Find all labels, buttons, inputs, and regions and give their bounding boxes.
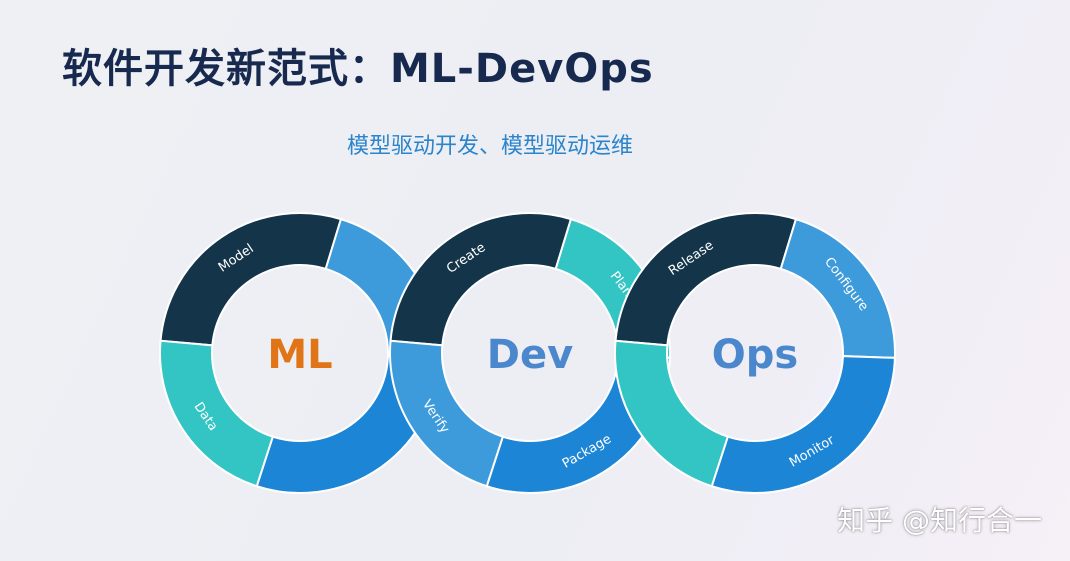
ml-center-label: ML [267, 332, 332, 378]
page-title: 软件开发新范式：ML-DevOps [62, 46, 654, 92]
watermark: 知乎 @知行合一 [837, 504, 1042, 537]
ops-segment-unlabeled-3 [614, 339, 730, 488]
ml-segment-data [159, 339, 275, 488]
dev-segment-create [389, 212, 573, 347]
ops-segment-monitor [710, 355, 896, 494]
page-subtitle: 模型驱动开发、模型驱动运维 [346, 134, 633, 159]
dev-center-label: Dev [487, 332, 573, 378]
ml-segment-model [159, 212, 343, 347]
dev-segment-verify [389, 339, 505, 488]
ops-center-label: Ops [712, 332, 798, 378]
ops-segment-release [614, 212, 798, 347]
